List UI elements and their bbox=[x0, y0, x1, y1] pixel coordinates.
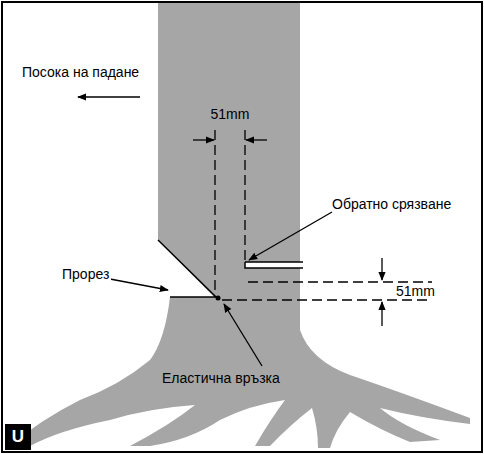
dimension-arrow bbox=[246, 139, 267, 140]
unit-badge: U bbox=[5, 424, 31, 450]
back-cut bbox=[245, 262, 303, 268]
direction-label: Посока на падане bbox=[22, 64, 139, 80]
callout-label: Прорез bbox=[60, 266, 111, 282]
fall-direction-arrow bbox=[78, 96, 140, 97]
leader-line bbox=[249, 212, 332, 260]
dimension-line bbox=[215, 130, 245, 295]
leader-line bbox=[110, 279, 168, 290]
notch-cut bbox=[158, 240, 216, 297]
tree-trunk bbox=[10, 3, 470, 448]
dimension-arrow bbox=[193, 139, 214, 140]
badge-letter: U bbox=[5, 424, 31, 450]
callout-label: Еластична връзка bbox=[162, 370, 280, 386]
leader-line bbox=[224, 304, 262, 366]
hinge-point bbox=[216, 296, 221, 301]
dimension-label: 51mm bbox=[211, 106, 250, 122]
back-cut-gap bbox=[245, 262, 303, 268]
dimension-label: 51mm bbox=[394, 283, 437, 299]
dimension-arrow bbox=[381, 302, 382, 326]
dimension-arrow bbox=[381, 258, 382, 280]
callout-label: Обратно срязване bbox=[332, 196, 451, 212]
